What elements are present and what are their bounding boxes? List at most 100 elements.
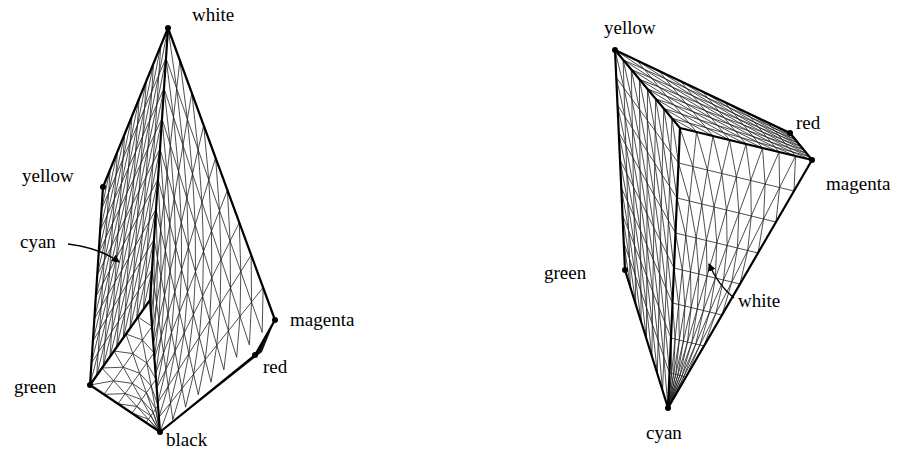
mesh-line (111, 208, 120, 247)
mesh-line (166, 370, 168, 387)
mesh-line (151, 412, 153, 415)
mesh-line (780, 188, 794, 192)
mesh-line (667, 96, 693, 111)
mesh-line (145, 63, 154, 108)
mesh-line (722, 174, 727, 211)
mesh-line (113, 184, 122, 224)
mesh-line (763, 132, 786, 143)
mesh-line (710, 278, 716, 312)
mesh-line (689, 201, 696, 238)
mesh-line (138, 317, 142, 340)
mesh-line (713, 136, 722, 174)
mesh-line (711, 118, 735, 131)
mesh-line (691, 238, 697, 272)
mesh-line (727, 246, 737, 249)
left-fold (90, 28, 168, 432)
mesh-line (727, 177, 737, 210)
mesh-line (624, 88, 632, 128)
mesh-line (176, 223, 182, 247)
mesh-line (764, 219, 776, 222)
mesh-line (120, 258, 129, 296)
mesh-line (751, 181, 765, 185)
mesh-line (679, 305, 685, 307)
mesh-line (231, 272, 241, 288)
mesh-line (114, 367, 124, 381)
mesh-line (98, 319, 106, 353)
mesh-line (662, 175, 668, 221)
mesh-line (165, 295, 169, 314)
mesh-line (199, 296, 202, 337)
mesh-line (112, 296, 120, 332)
mesh-line (220, 288, 230, 304)
mesh-line (739, 119, 763, 132)
mesh-line (123, 367, 132, 383)
mesh-line (221, 259, 231, 288)
mesh-line (647, 120, 648, 151)
mesh-line (164, 353, 166, 370)
mesh-line (102, 368, 114, 381)
mesh-line (685, 306, 691, 308)
mesh-line (634, 187, 641, 231)
mesh-line (220, 304, 228, 331)
mesh-line (121, 142, 130, 184)
mesh-line (705, 111, 730, 125)
mesh-line (143, 92, 152, 136)
vertex-dot (612, 47, 618, 53)
mesh-line (765, 152, 779, 184)
mesh-line (153, 409, 155, 412)
mesh-line (647, 152, 648, 183)
mesh-line (142, 340, 146, 363)
mesh-line (169, 224, 170, 271)
mesh-line (240, 316, 249, 345)
mesh-line (166, 58, 174, 117)
mesh-line (707, 136, 713, 170)
mesh-line (703, 276, 707, 311)
mesh-line (180, 312, 185, 333)
mesh-line (209, 180, 212, 231)
mesh-line (174, 117, 179, 172)
mesh-line (129, 218, 138, 258)
mesh-line (148, 416, 150, 419)
mesh-line (639, 79, 666, 96)
mesh-line (713, 105, 718, 112)
mesh-line (693, 167, 702, 205)
mesh-line (139, 251, 148, 291)
mesh-line (212, 259, 221, 277)
mesh-line (663, 142, 670, 187)
mesh-line (679, 163, 693, 167)
mesh-line (670, 186, 676, 233)
mesh-line (160, 149, 164, 202)
mesh-line (165, 251, 170, 272)
mesh-line (132, 163, 141, 205)
mesh-line (104, 381, 114, 395)
vertex-dot (809, 157, 815, 163)
mesh-line (220, 259, 222, 304)
leader-arrow (68, 244, 119, 262)
mesh-line (688, 342, 692, 343)
mesh-line (262, 288, 264, 333)
vertex-dot (100, 184, 106, 190)
vertex-dot (252, 352, 258, 358)
mesh-line (193, 174, 196, 225)
mesh-line (654, 228, 660, 275)
right-ridge (615, 50, 812, 408)
mesh-line (699, 274, 707, 276)
mesh-line (136, 109, 145, 152)
vertex-dot (622, 267, 628, 273)
mesh-line (691, 272, 699, 274)
mesh-line (171, 403, 173, 420)
mesh-line (241, 255, 251, 271)
mesh-line (626, 145, 634, 187)
mesh-line (655, 163, 662, 208)
mesh-line (717, 243, 727, 246)
mesh-line (751, 184, 765, 216)
mesh-line (170, 198, 174, 224)
mesh-line (126, 334, 142, 340)
mesh-line (164, 173, 167, 201)
mesh-line (686, 236, 691, 273)
mesh-line (139, 149, 148, 191)
mesh-line (736, 144, 746, 177)
mesh-line (231, 288, 241, 317)
mesh-line (739, 213, 751, 216)
mesh-line (714, 174, 722, 208)
